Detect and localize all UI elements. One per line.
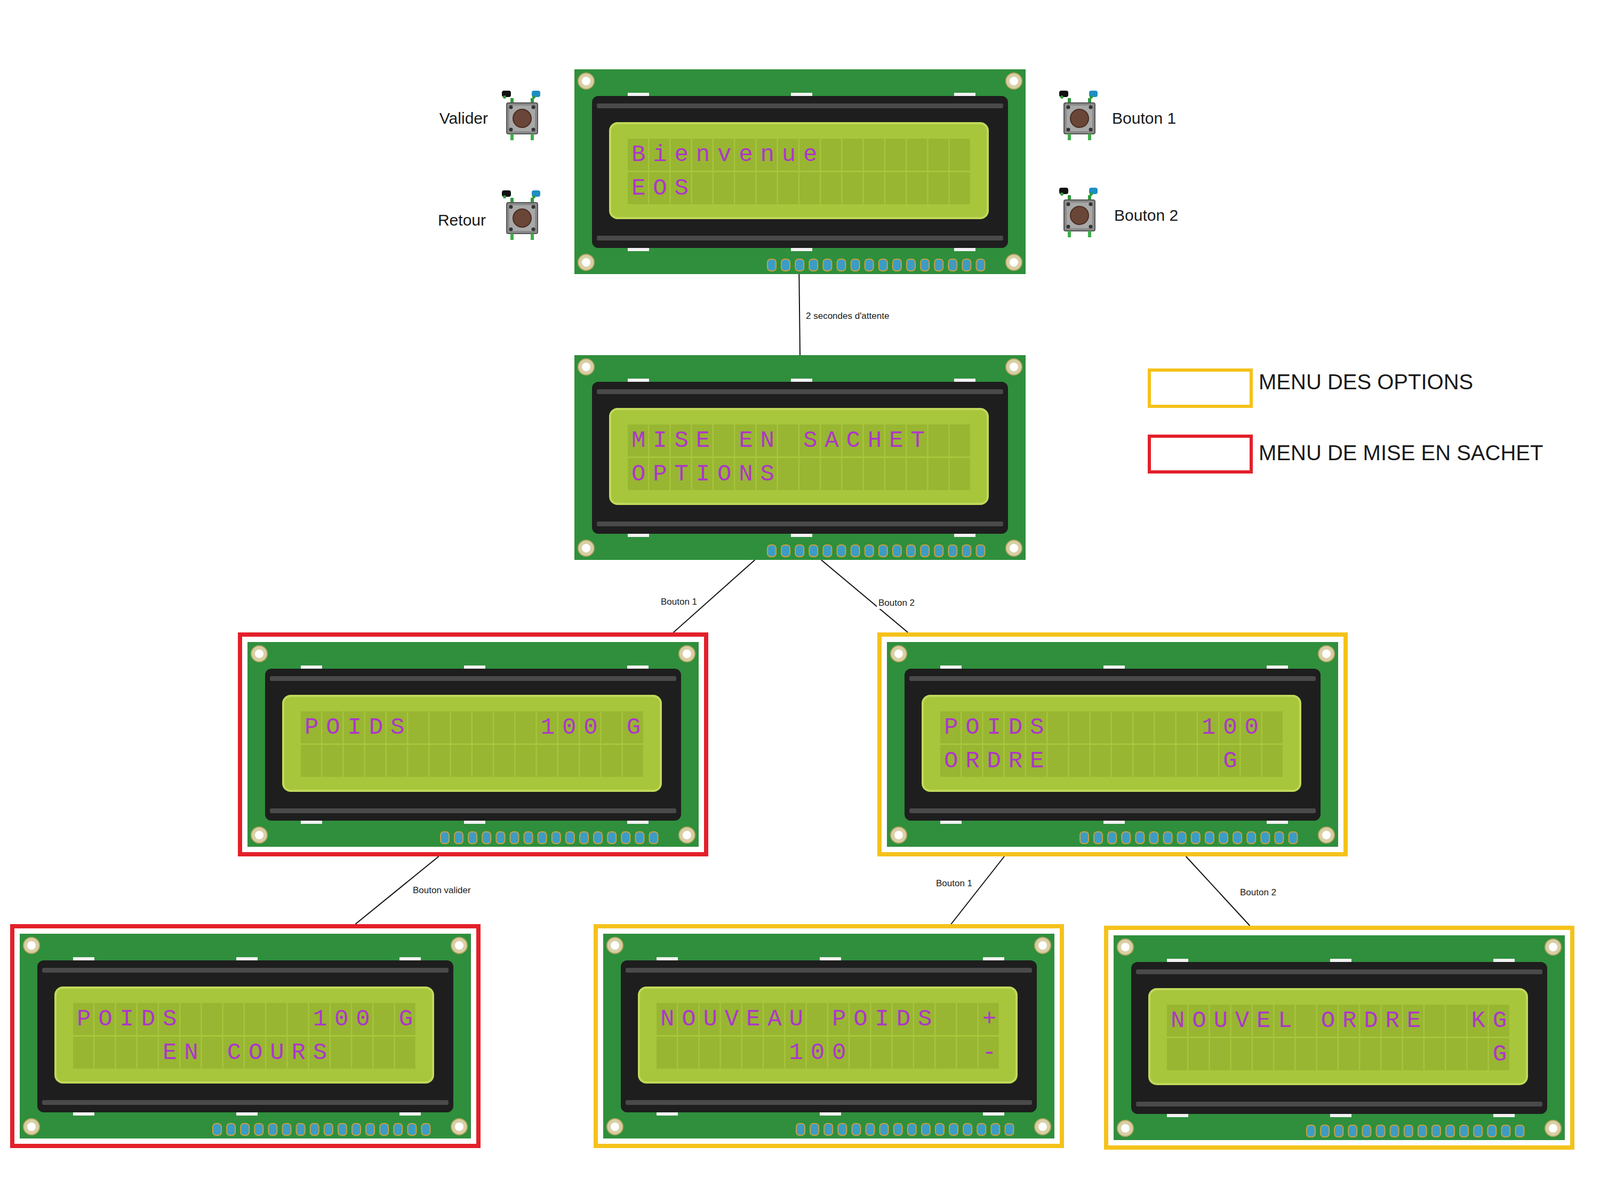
lcd-text: G (1222, 745, 1245, 778)
edge-label: Bouton 1 (659, 596, 699, 608)
lcd-screen-node: NOUVEAU POIDS +100 - (593, 924, 1064, 1149)
lcd-text: POIDS (304, 711, 412, 744)
lcd-text: MISE EN SACHET (631, 424, 933, 457)
lcd-screen-node: POIDS 100 G (237, 632, 709, 857)
edge-label: 2 secondes d'attente (804, 310, 891, 323)
lcd-text: + (982, 1003, 1004, 1036)
legend-text: MENU DES OPTIONS (1258, 370, 1474, 395)
connector-line (821, 560, 909, 633)
lcd-screen-node: POIDS 100ORDRE G (877, 632, 1348, 857)
lcd-text: NOUVEAU POIDS (660, 1003, 940, 1036)
connector-line (950, 856, 1005, 925)
push-button (1059, 187, 1098, 238)
lcd-module (574, 355, 1026, 560)
lcd-module (886, 642, 1339, 847)
lcd-board: BienvenueEOS (574, 69, 1026, 275)
edge-label: Bouton valider (411, 884, 473, 897)
lcd-text-layer: MISE EN SACHETOPTIONS (627, 424, 972, 491)
lcd-text: Bienvenue (631, 138, 825, 171)
lcd-text: POIDS (76, 1003, 184, 1036)
lcd-text-layer: NOUVEL ORDREKGG (1166, 1004, 1511, 1071)
lcd-text: 100 (313, 1003, 378, 1036)
push-button (1059, 90, 1098, 141)
button-label: Valider (439, 109, 488, 128)
lcd-text: NOUVEL ORDRE (1170, 1004, 1429, 1037)
lcd-text: KG (1470, 1004, 1515, 1037)
connector-line (798, 274, 800, 356)
button-label: Bouton 2 (1114, 206, 1179, 225)
edge-label: Bouton 2 (1238, 886, 1278, 899)
button-label: Bouton 1 (1112, 109, 1176, 128)
push-button (501, 90, 541, 141)
lcd-board: MISE EN SACHETOPTIONS (574, 355, 1026, 560)
lcd-text-layer: POIDS 100ORDRE G (940, 711, 1284, 778)
push-button (501, 190, 541, 240)
lcd-screen-node: MISE EN SACHETOPTIONS (574, 355, 1026, 560)
lcd-module (574, 69, 1026, 275)
lcd-board: POIDS 100ORDRE G (886, 642, 1339, 847)
lcd-text: EN COURS (162, 1036, 335, 1069)
legend-text: MENU DE MISE EN SACHET (1258, 441, 1543, 466)
lcd-text: 100 (1201, 711, 1267, 744)
lcd-text: G (398, 1003, 421, 1036)
legend-swatch (1147, 434, 1253, 474)
lcd-text: ORDRE (944, 745, 1052, 778)
edge-label: Bouton 2 (876, 597, 917, 610)
lcd-text: 100 (788, 1036, 854, 1069)
button-label: Retour (437, 211, 486, 230)
lcd-text: EOS (631, 172, 696, 205)
lcd-text-layer: NOUVEAU POIDS+100- (656, 1003, 1000, 1069)
lcd-text: OPTIONS (631, 458, 782, 491)
lcd-text-layer: POIDS100GEN COURS (73, 1003, 417, 1069)
lcd-board: POIDS 100 G (247, 642, 699, 847)
lcd-module (19, 933, 471, 1139)
lcd-module (1113, 935, 1565, 1141)
lcd-screen-node: NOUVEL ORDRE KGG (1104, 925, 1575, 1150)
lcd-screen-node: BienvenueEOS (574, 69, 1026, 275)
lcd-module (603, 933, 1055, 1139)
lcd-screen-node: POIDS 100 G EN COURS (10, 924, 481, 1149)
lcd-board: NOUVEL ORDRE KGG (1113, 935, 1565, 1141)
edge-label: Bouton 1 (934, 877, 974, 890)
lcd-text: POIDS (944, 711, 1052, 744)
lcd-text: - (982, 1036, 1004, 1069)
lcd-board: NOUVEAU POIDS +100 - (603, 933, 1055, 1139)
lcd-text: 100 (540, 711, 606, 744)
lcd-board: POIDS 100 G EN COURS (19, 933, 471, 1139)
lcd-text-layer: POIDS 100 G (300, 711, 645, 778)
lcd-text: G (626, 711, 648, 744)
lcd-module (247, 642, 699, 847)
lcd-text-layer: BienvenueEOS (627, 138, 972, 205)
legend-swatch (1147, 368, 1253, 408)
lcd-text: G (1492, 1038, 1515, 1071)
